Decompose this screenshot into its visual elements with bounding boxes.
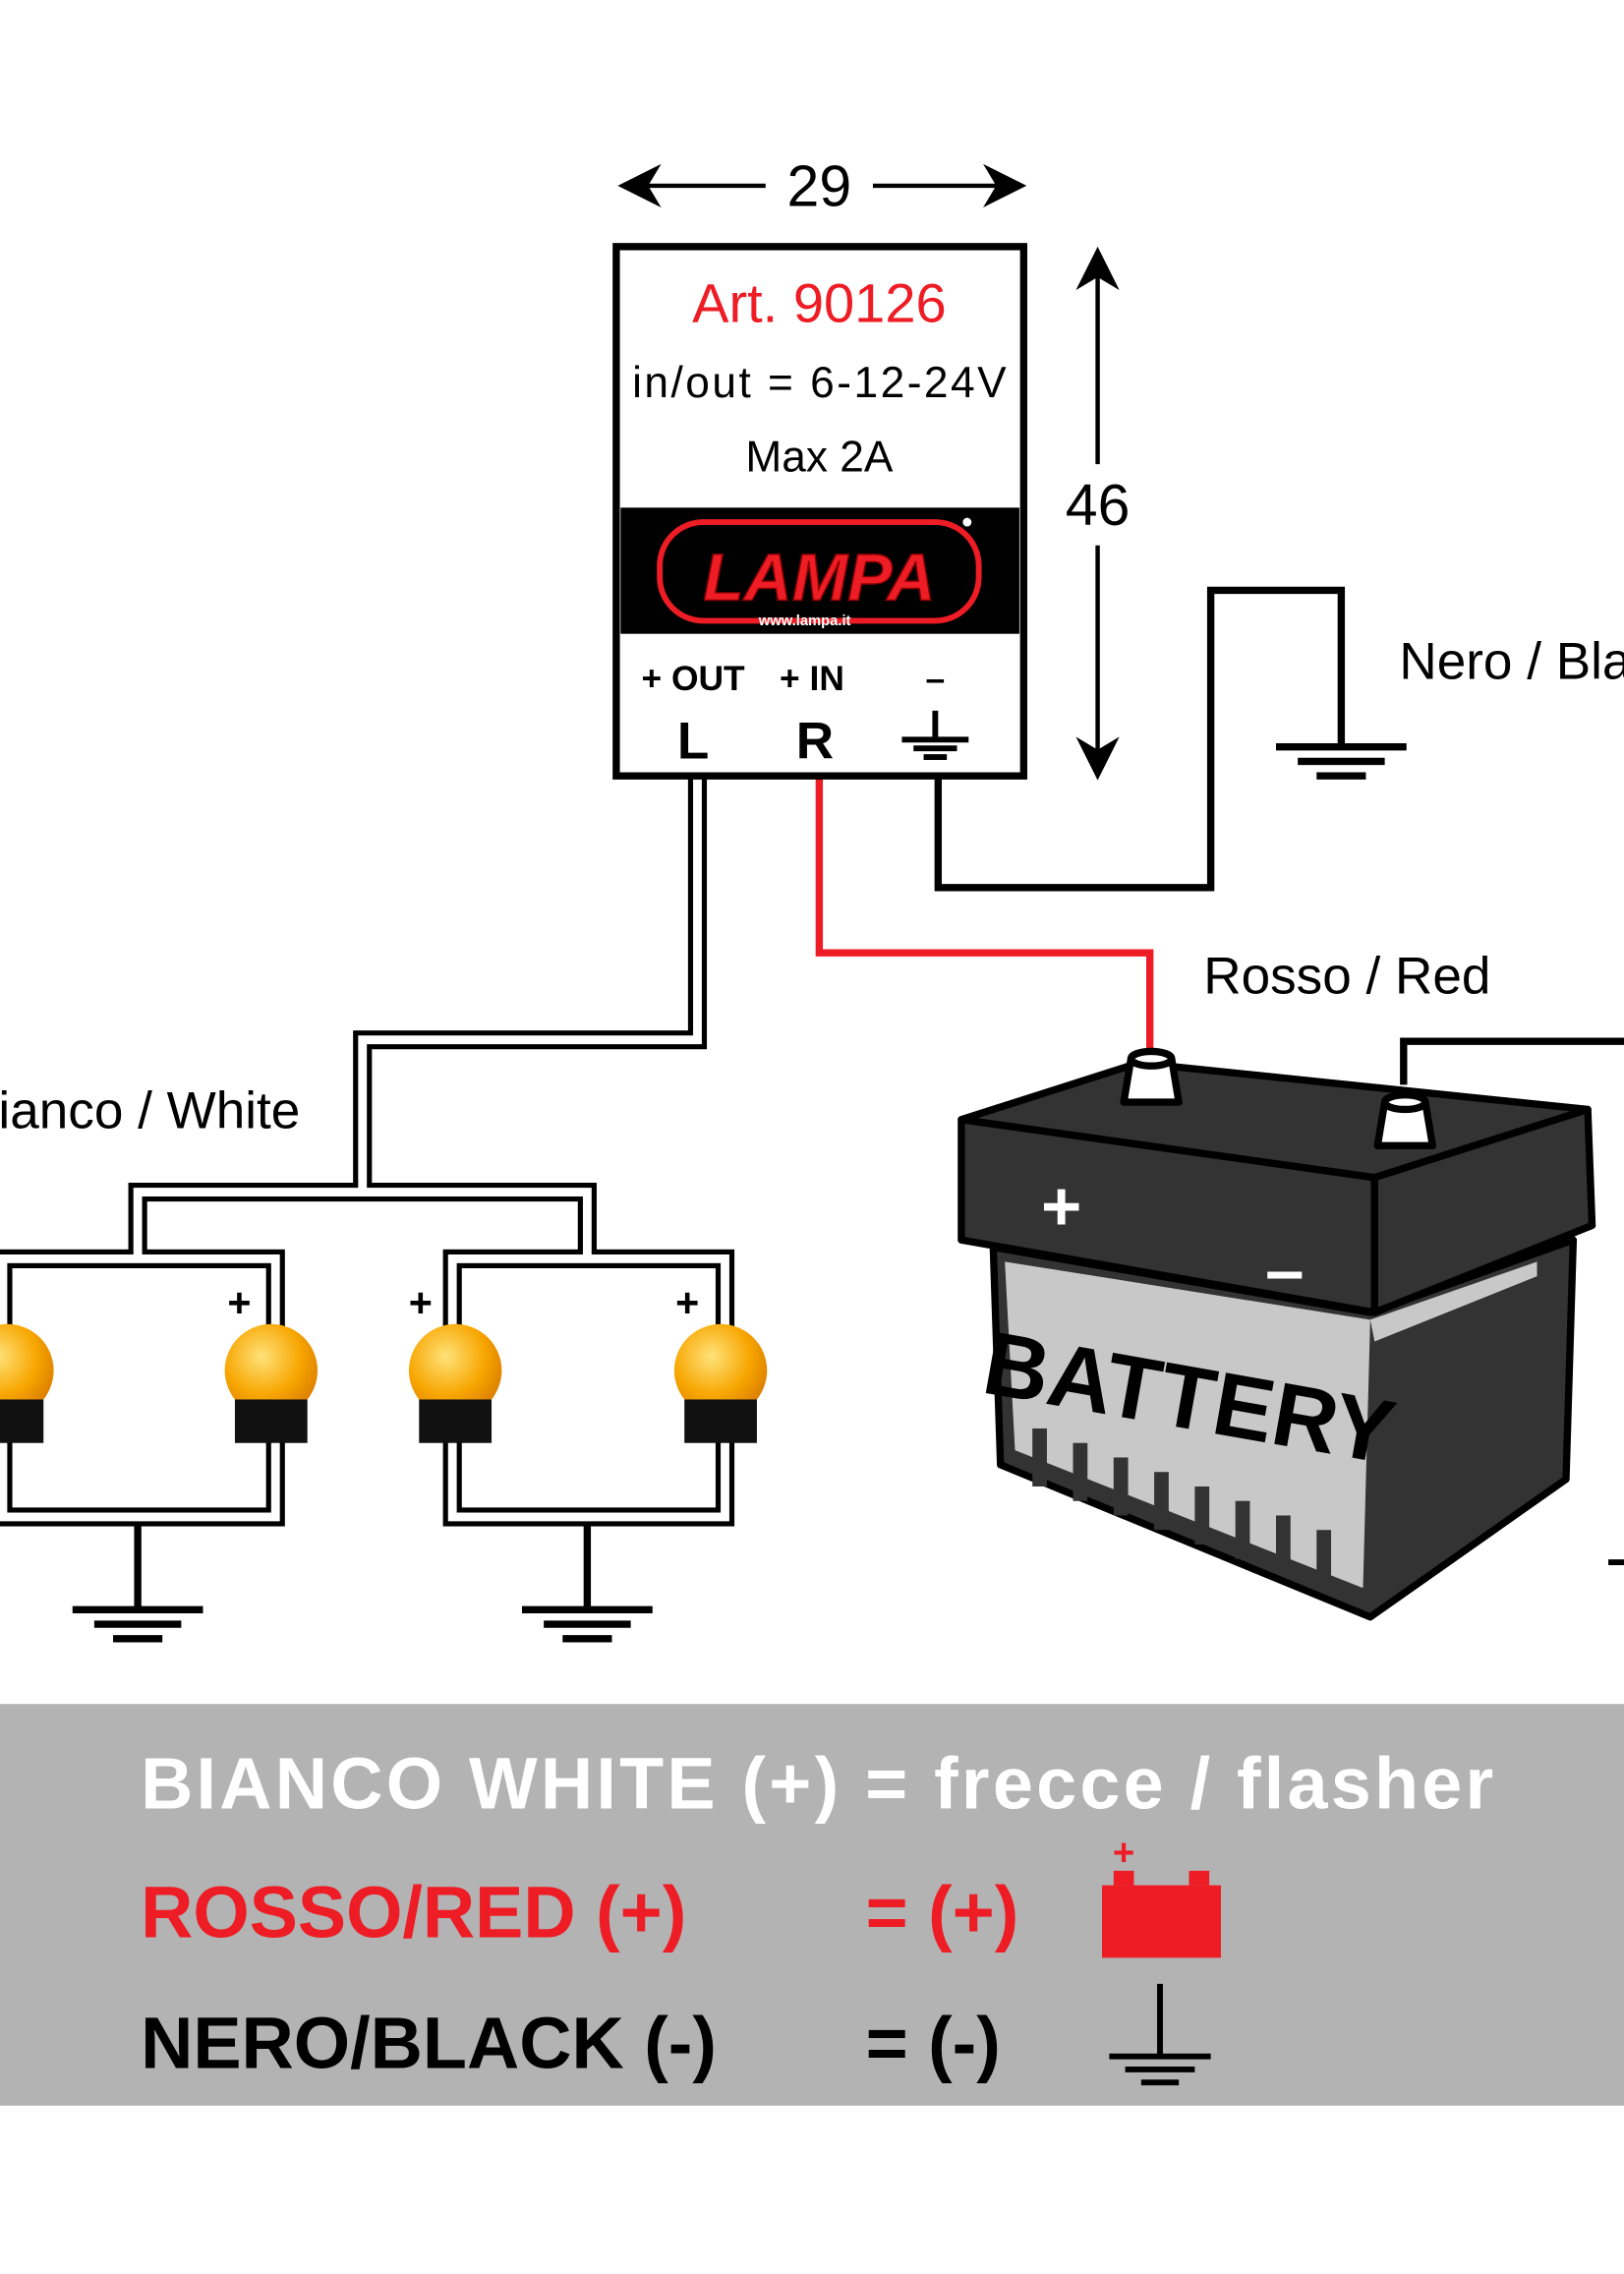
- voltage-spec: in/out = 6-12-24V: [632, 359, 1007, 407]
- legend-black-label: NERO/BLACK (-): [141, 2002, 717, 2083]
- legend-white-row: BIANCO WHITE (+) = frecce / flasher: [141, 1742, 1493, 1824]
- ground-terminal-icon: [901, 710, 969, 760]
- flasher-module: Art. 90126 in/out = 6-12-24V Max 2A LAMP…: [612, 243, 1028, 780]
- battery-negative-terminal-icon: [1373, 1091, 1436, 1150]
- color-legend: BIANCO WHITE (+) = frecce / flasher ROSS…: [0, 1704, 1624, 2106]
- width-value: 29: [787, 154, 852, 219]
- lamp-icon: [408, 1323, 502, 1443]
- battery-illustration: BATTERY + –: [957, 1047, 1596, 1621]
- terminal-in-label: + IN: [780, 659, 844, 698]
- battery-plus-mark: +: [1041, 1168, 1081, 1246]
- battery-negative-wire: [1400, 1037, 1624, 1085]
- right-minus-mark: –: [1606, 1526, 1624, 1591]
- red-wire: [815, 776, 1154, 1062]
- lamp-plus-label: +: [409, 1280, 433, 1325]
- terminal-r: R: [796, 713, 834, 771]
- white-wire: [0, 776, 735, 1527]
- legend-black-value: = (-): [866, 2002, 1001, 2083]
- lamp-plus-label: +: [227, 1280, 251, 1325]
- red-wire-label: Rosso / Red: [1203, 947, 1490, 1005]
- height-dimension: 46: [1066, 246, 1131, 781]
- height-value: 46: [1066, 473, 1131, 538]
- white-wire-label: Bianco / White: [0, 1082, 300, 1140]
- black-ground-wire: [934, 586, 1346, 892]
- ground-symbol-icon: [1276, 743, 1407, 780]
- red-battery-icon: +: [1102, 1832, 1221, 1958]
- terminal-ground-label: –: [926, 659, 946, 698]
- lampa-logo: LAMPA www.lampa.it: [657, 517, 982, 629]
- terminal-l: L: [677, 713, 709, 771]
- lamps: + + +: [0, 1280, 768, 1443]
- lamp-ground-icons: [72, 1522, 653, 1643]
- lamp-icon: [224, 1323, 319, 1443]
- black-wire-label: Nero / Bla: [1399, 632, 1624, 690]
- legend-red-label: ROSSO/RED (+): [141, 1872, 686, 1953]
- legend-red-value: = (+): [866, 1872, 1019, 1953]
- logo-text: LAMPA: [703, 542, 935, 615]
- battery-icon-plus: +: [1113, 1832, 1134, 1874]
- logo-url: www.lampa.it: [758, 613, 851, 629]
- max-current: Max 2A: [745, 433, 893, 481]
- battery-vents: [1032, 1428, 1332, 1589]
- article-number: Art. 90126: [692, 272, 947, 334]
- lamp-plus-label: +: [675, 1280, 699, 1325]
- battery-minus-mark: –: [1265, 1232, 1304, 1310]
- ground-legend-icon: [1109, 1983, 1211, 2086]
- lamp-icon: [0, 1323, 54, 1443]
- terminal-out-label: + OUT: [641, 659, 745, 698]
- battery-positive-terminal-icon: [1120, 1047, 1183, 1106]
- width-dimension: 29: [617, 154, 1027, 219]
- lamp-icon: [673, 1323, 768, 1443]
